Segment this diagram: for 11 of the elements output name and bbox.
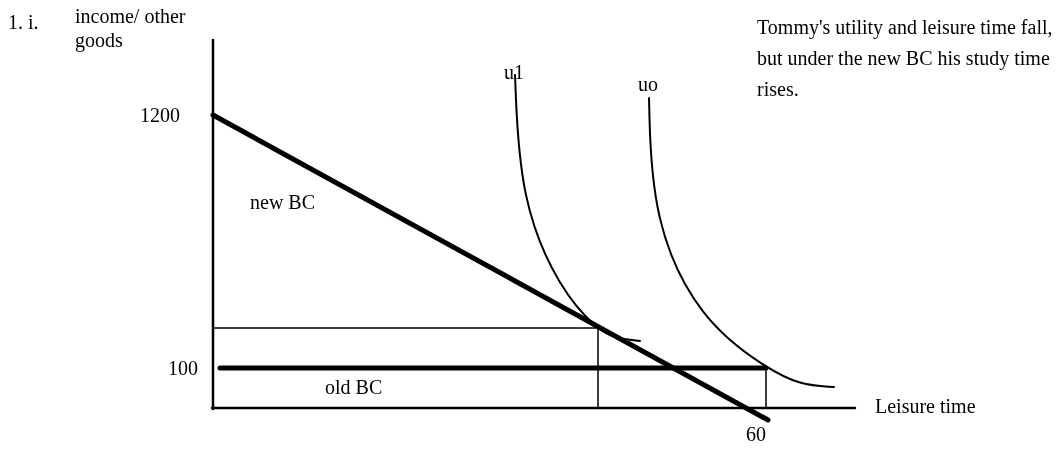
tick-label: 1200 [140,103,180,127]
curve-label: u1 [504,60,524,84]
axis-label: income/ other goods [75,4,187,52]
tick-label: 100 [168,356,198,380]
axis-label: Leisure time [875,394,976,418]
line-label: new BC [250,190,315,214]
annotation: Tommy's utility and leisure time fall, but under the new BC his study time rises. [757,15,1054,102]
curve-label: uo [638,72,658,96]
question-number: 1. i. [8,10,39,34]
line-label: old BC [325,375,383,399]
tick-label: 60 [746,422,766,446]
